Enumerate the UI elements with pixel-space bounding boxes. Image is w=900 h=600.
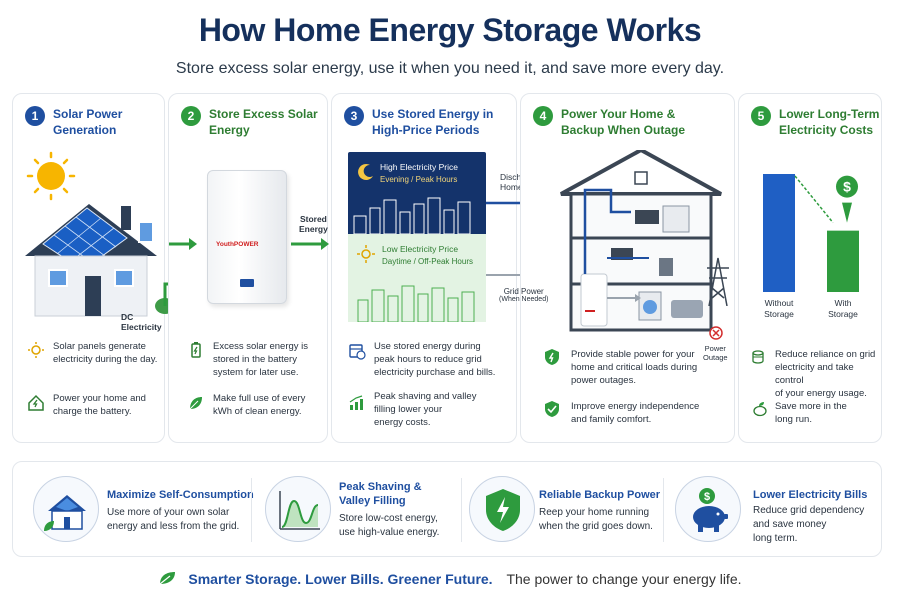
coins-icon: [752, 350, 764, 364]
footer: Smarter Storage. Lower Bills. Greener Fu…: [0, 570, 900, 587]
step-number-5: 5: [751, 106, 771, 126]
page-subtitle: Store excess solar energy, use it when y…: [175, 60, 725, 77]
down-arrow: [842, 202, 852, 223]
benefits-panel: Maximize Self-Consumption Use more of yo…: [12, 461, 882, 557]
battery-display: [240, 279, 254, 287]
low-price-panel: Low Electricity Price Daytime / Off-Peak…: [348, 234, 486, 322]
peak-valley-icon: [279, 491, 320, 530]
shield-check-icon: [545, 401, 559, 417]
sun-outline-icon: [357, 245, 375, 263]
stored-arrow-icon: [291, 238, 329, 250]
dollar-sign: $: [843, 179, 851, 195]
power-tower-icon: [707, 257, 729, 306]
step-number-1: 1: [25, 106, 45, 126]
battery-brand-label: YouthPOWER: [216, 241, 259, 248]
piggy-leaf-icon: [753, 402, 767, 417]
benefit-icon-circle-1: [33, 476, 99, 542]
benefit-title-1: Maximize Self-Consumption: [107, 489, 254, 501]
moon-icon: [358, 163, 373, 180]
solar-house-illustration: [25, 151, 177, 317]
low-price-sub: Daytime / Off-Peak Hours: [382, 257, 473, 266]
home-charge-icon: [28, 394, 44, 411]
category-label-1: With: [835, 298, 852, 308]
day-city-skyline: [357, 285, 475, 322]
house-cutaway-illustration: [560, 150, 722, 332]
step-number-4: 4: [533, 106, 553, 126]
power-outage-icon: [709, 326, 723, 340]
shield-bolt-icon: [545, 349, 559, 365]
benefit-title-3: Reliable Backup Power: [539, 489, 661, 501]
high-price-label: High Electricity Price: [380, 162, 458, 172]
dc-electricity-label: DC Electricity: [121, 312, 162, 332]
sun-icon: [26, 151, 76, 201]
benefit-divider-2: [461, 478, 462, 542]
benefit-text-2: Store low-cost energy,use high-value ene…: [339, 513, 440, 538]
svg-text:$: $: [704, 491, 710, 503]
step-card-4: 4 Power Your Home &Backup When Outage Gr…: [499, 93, 735, 443]
backup-shield-icon: [486, 489, 520, 531]
benefit-icon-circle-2: [265, 476, 331, 542]
high-price-sub: Evening / Peak Hours: [380, 175, 458, 184]
trend-line: [794, 175, 834, 224]
dc-arrow-icon: [169, 238, 197, 250]
night-city-skyline: [353, 197, 471, 234]
benefit-icon-circle-4: $: [675, 476, 741, 542]
benefit-title-4: Lower Electricity Bills: [753, 489, 868, 501]
high-price-panel: High Electricity Price Evening / Peak Ho…: [348, 152, 486, 234]
bar-1: [827, 230, 859, 292]
page-title: How Home Energy Storage Works: [198, 12, 702, 48]
step-number-3: 3: [344, 106, 364, 126]
dollar-icon: [836, 175, 858, 198]
footer-rest: The power to change your energy life.: [506, 571, 742, 587]
category-label-0: Storage: [764, 309, 794, 319]
benefit-icon-circle-3: [469, 476, 535, 542]
low-price-label: Low Electricity Price: [382, 244, 459, 254]
bar-0: [763, 174, 795, 292]
chart-down-icon: [349, 395, 363, 410]
battery-charge-icon: [191, 342, 201, 358]
battery-unit: YouthPOWER: [207, 170, 287, 304]
category-label-1: Storage: [828, 309, 858, 319]
solar-home-icon: [44, 495, 86, 531]
calendar-clock-icon: [349, 344, 366, 360]
piggy-bank-icon: $: [693, 488, 728, 532]
step-number-2: 2: [181, 106, 201, 126]
category-label-0: Without: [765, 298, 794, 308]
footer-tagline: Smarter Storage. Lower Bills. Greener Fu…: [188, 571, 493, 587]
leaf-icon: [189, 397, 202, 410]
grid-power-label: Grid Power(When Needed): [499, 287, 549, 303]
benefit-divider-1: [251, 478, 252, 542]
benefit-title-2: Peak Shaving &Valley Filling: [339, 481, 422, 507]
sun-small-icon: [28, 342, 44, 358]
leaf-footer-icon: [160, 572, 176, 585]
step-title-4: Power Your Home &Backup When Outage: [561, 107, 686, 137]
benefit-divider-3: [663, 478, 664, 542]
